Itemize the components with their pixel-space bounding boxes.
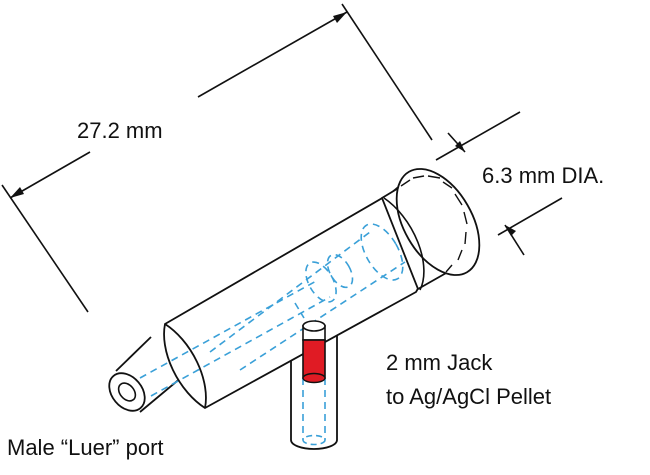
length-label: 27.2 mm: [77, 118, 163, 143]
bore-end-ellipse: [360, 223, 404, 281]
diameter-arrowhead-lower: [505, 225, 516, 236]
luer-port-label: Male “Luer” port: [7, 435, 164, 460]
length-dimension: [1, 3, 433, 313]
pellet-seat-connector: [294, 302, 305, 319]
extension-line-left: [1, 184, 89, 313]
pellet-red-segment: [302, 339, 326, 379]
luer-tip-edge-upper: [115, 336, 152, 372]
knurled-cap: [380, 168, 481, 291]
extension-line-right: [341, 3, 433, 141]
bore-line-lower: [239, 261, 406, 371]
diameter-extension-upper: [435, 111, 521, 161]
cap-knurling: [391, 175, 468, 273]
pellet-jack-top: [302, 320, 326, 332]
jack-label-line2: to Ag/AgCl Pellet: [386, 384, 551, 409]
bore-line-upper: [209, 231, 371, 353]
luer-port-bore: [117, 382, 137, 402]
channel-line-upper: [139, 279, 319, 379]
cap-rim: [383, 197, 425, 291]
internal-channel: [139, 223, 406, 397]
cap-face: [395, 168, 481, 276]
channel-line-lower: [150, 296, 331, 397]
jack-label-line1: 2 mm Jack: [386, 350, 493, 375]
pellet-seat-ellipse-2: [326, 253, 354, 289]
diameter-arrowhead-upper: [455, 141, 465, 152]
dimension-line-upper: [197, 11, 348, 98]
pellet-jack: [302, 320, 326, 384]
diameter-label: 6.3 mm DIA.: [482, 163, 604, 188]
dimension-line-lower: [9, 151, 91, 199]
arrowhead-lower: [10, 187, 24, 198]
holder-body-rear-edge: [164, 323, 207, 409]
pellet-seat-ellipse-1: [305, 261, 337, 303]
pellet-red-bottom: [302, 372, 326, 384]
arrowhead-upper: [333, 12, 347, 23]
